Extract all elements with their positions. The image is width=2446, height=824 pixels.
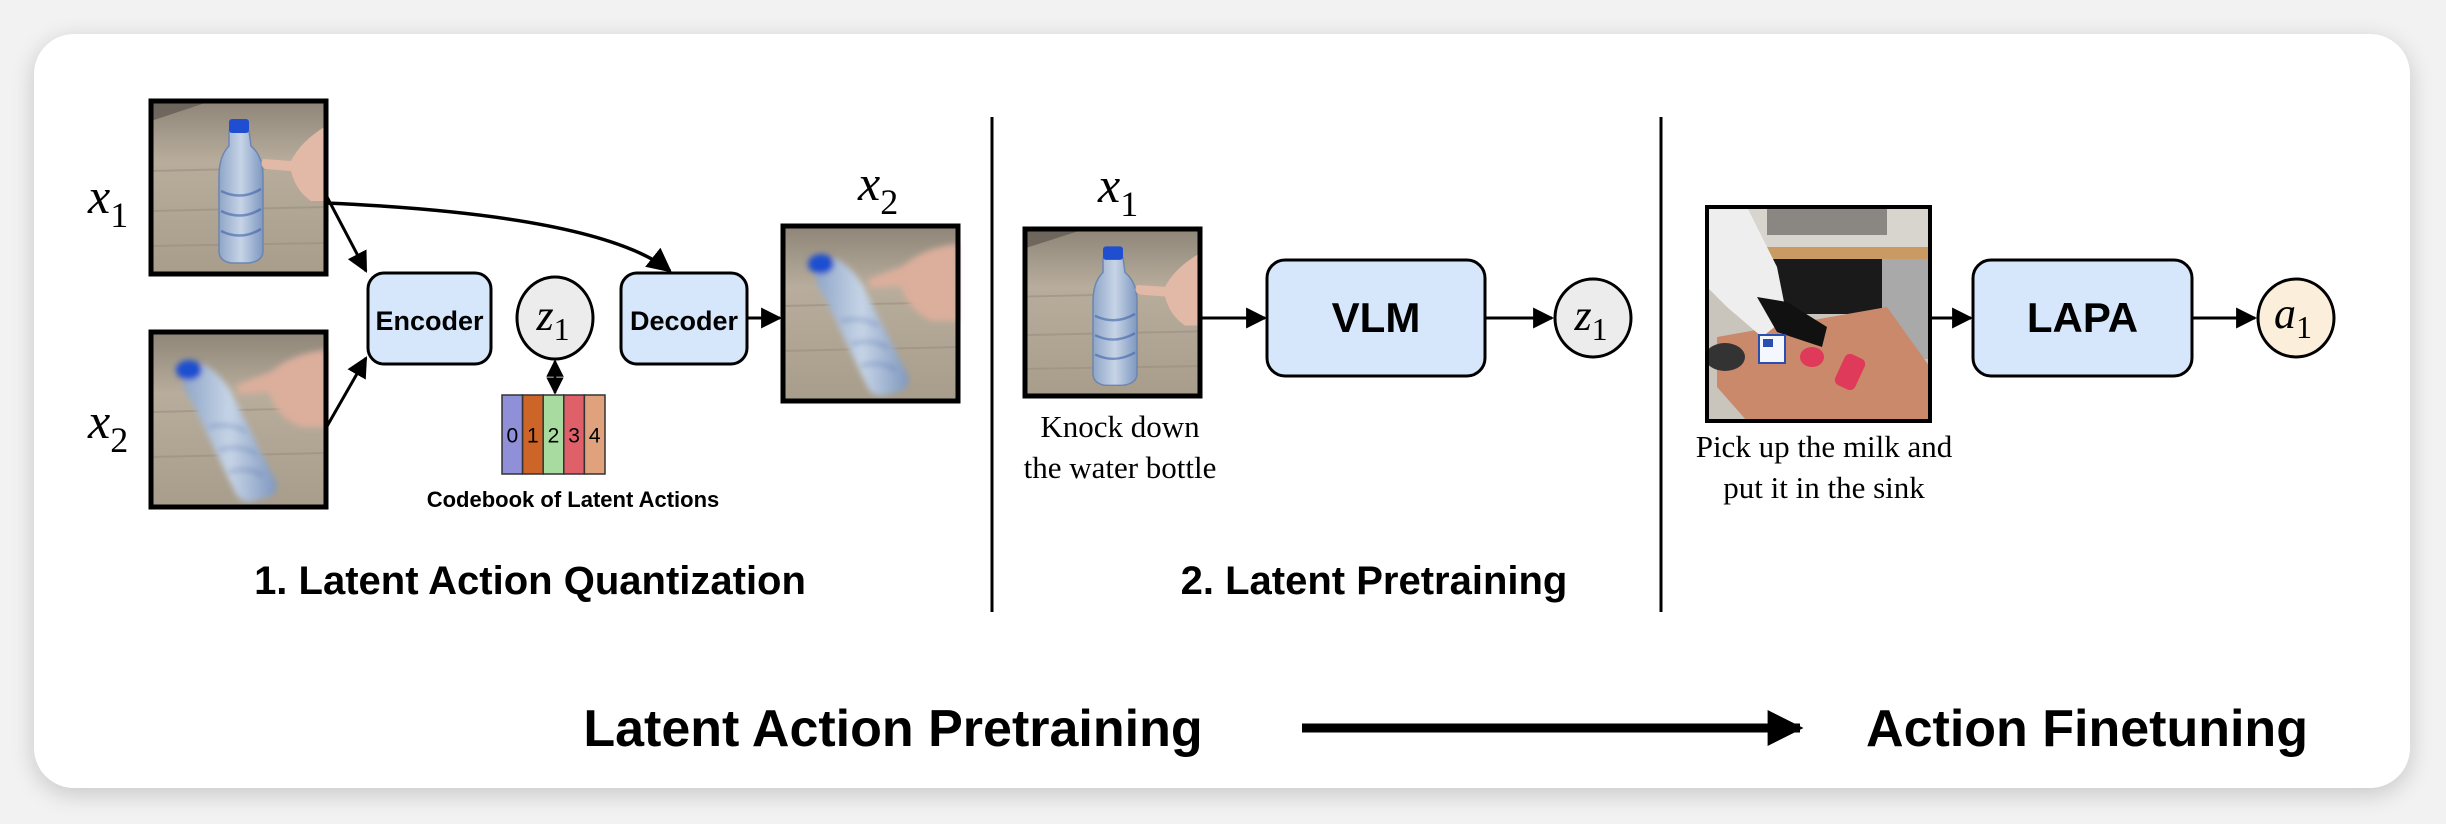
codebook-index: 1 xyxy=(527,425,539,448)
arrow-x1-to-encoder xyxy=(324,194,368,273)
latent-z1-node: z1 xyxy=(515,275,595,361)
decoder-label: Decoder xyxy=(630,306,739,336)
frame-reconstructed-x2-image xyxy=(780,223,961,404)
lapa-box: LAPA xyxy=(1971,258,2194,378)
codebook-entry-4: 4 xyxy=(583,394,606,475)
finetuning-instruction-line2: put it in the sink xyxy=(1723,470,1925,505)
codebook-label: Codebook of Latent Actions xyxy=(427,487,720,512)
encoder-box: Encoder xyxy=(366,271,493,366)
action-a1-node: a1 xyxy=(2256,277,2336,359)
section-latent-pretraining: x1 Knock down the water bottle VLM z1 2.… xyxy=(1022,157,1633,603)
section-title-quantization: 1. Latent Action Quantization xyxy=(254,559,806,603)
figure-card xyxy=(34,34,2410,788)
vlm-box: VLM xyxy=(1265,258,1487,378)
codebook-entry-0: 0 xyxy=(501,394,524,475)
codebook-entry-3: 3 xyxy=(563,394,586,475)
section-action-finetuning: Pick up the milk and put it in the sink … xyxy=(1696,205,2336,505)
pretraining-latent-z1-node: z1 xyxy=(1553,277,1633,359)
codebook-entry-2: 2 xyxy=(542,394,565,475)
arrow-x1-to-decoder xyxy=(325,201,672,273)
pretraining-instruction-line1: Knock down xyxy=(1040,409,1200,444)
pretraining-z1-label: z1 xyxy=(1573,291,1607,347)
vlm-label: VLM xyxy=(1332,294,1421,341)
codebook-index: 0 xyxy=(506,425,518,448)
robot-observation-image xyxy=(1704,205,1932,423)
pretraining-instruction-line2: the water bottle xyxy=(1024,450,1217,485)
section-title-pretraining: 2. Latent Pretraining xyxy=(1181,559,1568,603)
action-a1-label: a1 xyxy=(2274,289,2312,345)
codebook-entry-1: 1 xyxy=(521,394,544,475)
lapa-label: LAPA xyxy=(2027,294,2138,341)
finetuning-instruction-line1: Pick up the milk and xyxy=(1696,429,1953,464)
stage-label-action-finetuning: Action Finetuning xyxy=(1866,700,2308,758)
decoder-box: Decoder xyxy=(619,271,749,366)
input-x1-label: x1 xyxy=(87,168,128,235)
codebook-index: 4 xyxy=(589,425,601,448)
pretraining-x1-label: x1 xyxy=(1097,157,1138,224)
pretraining-x1-image xyxy=(1022,226,1203,399)
frame-x2-image xyxy=(148,329,329,510)
input-x2-label: x2 xyxy=(87,393,128,460)
latent-z1-label: z1 xyxy=(535,291,569,347)
stage-label-latent-action-pretraining: Latent Action Pretraining xyxy=(583,700,1202,758)
output-x2-label: x2 xyxy=(857,155,898,222)
codebook-index: 3 xyxy=(568,425,580,448)
frame-x1-image xyxy=(148,98,329,277)
encoder-label: Encoder xyxy=(375,306,484,336)
codebook-index: 2 xyxy=(548,425,560,448)
arrow-x2-to-encoder xyxy=(324,356,368,429)
